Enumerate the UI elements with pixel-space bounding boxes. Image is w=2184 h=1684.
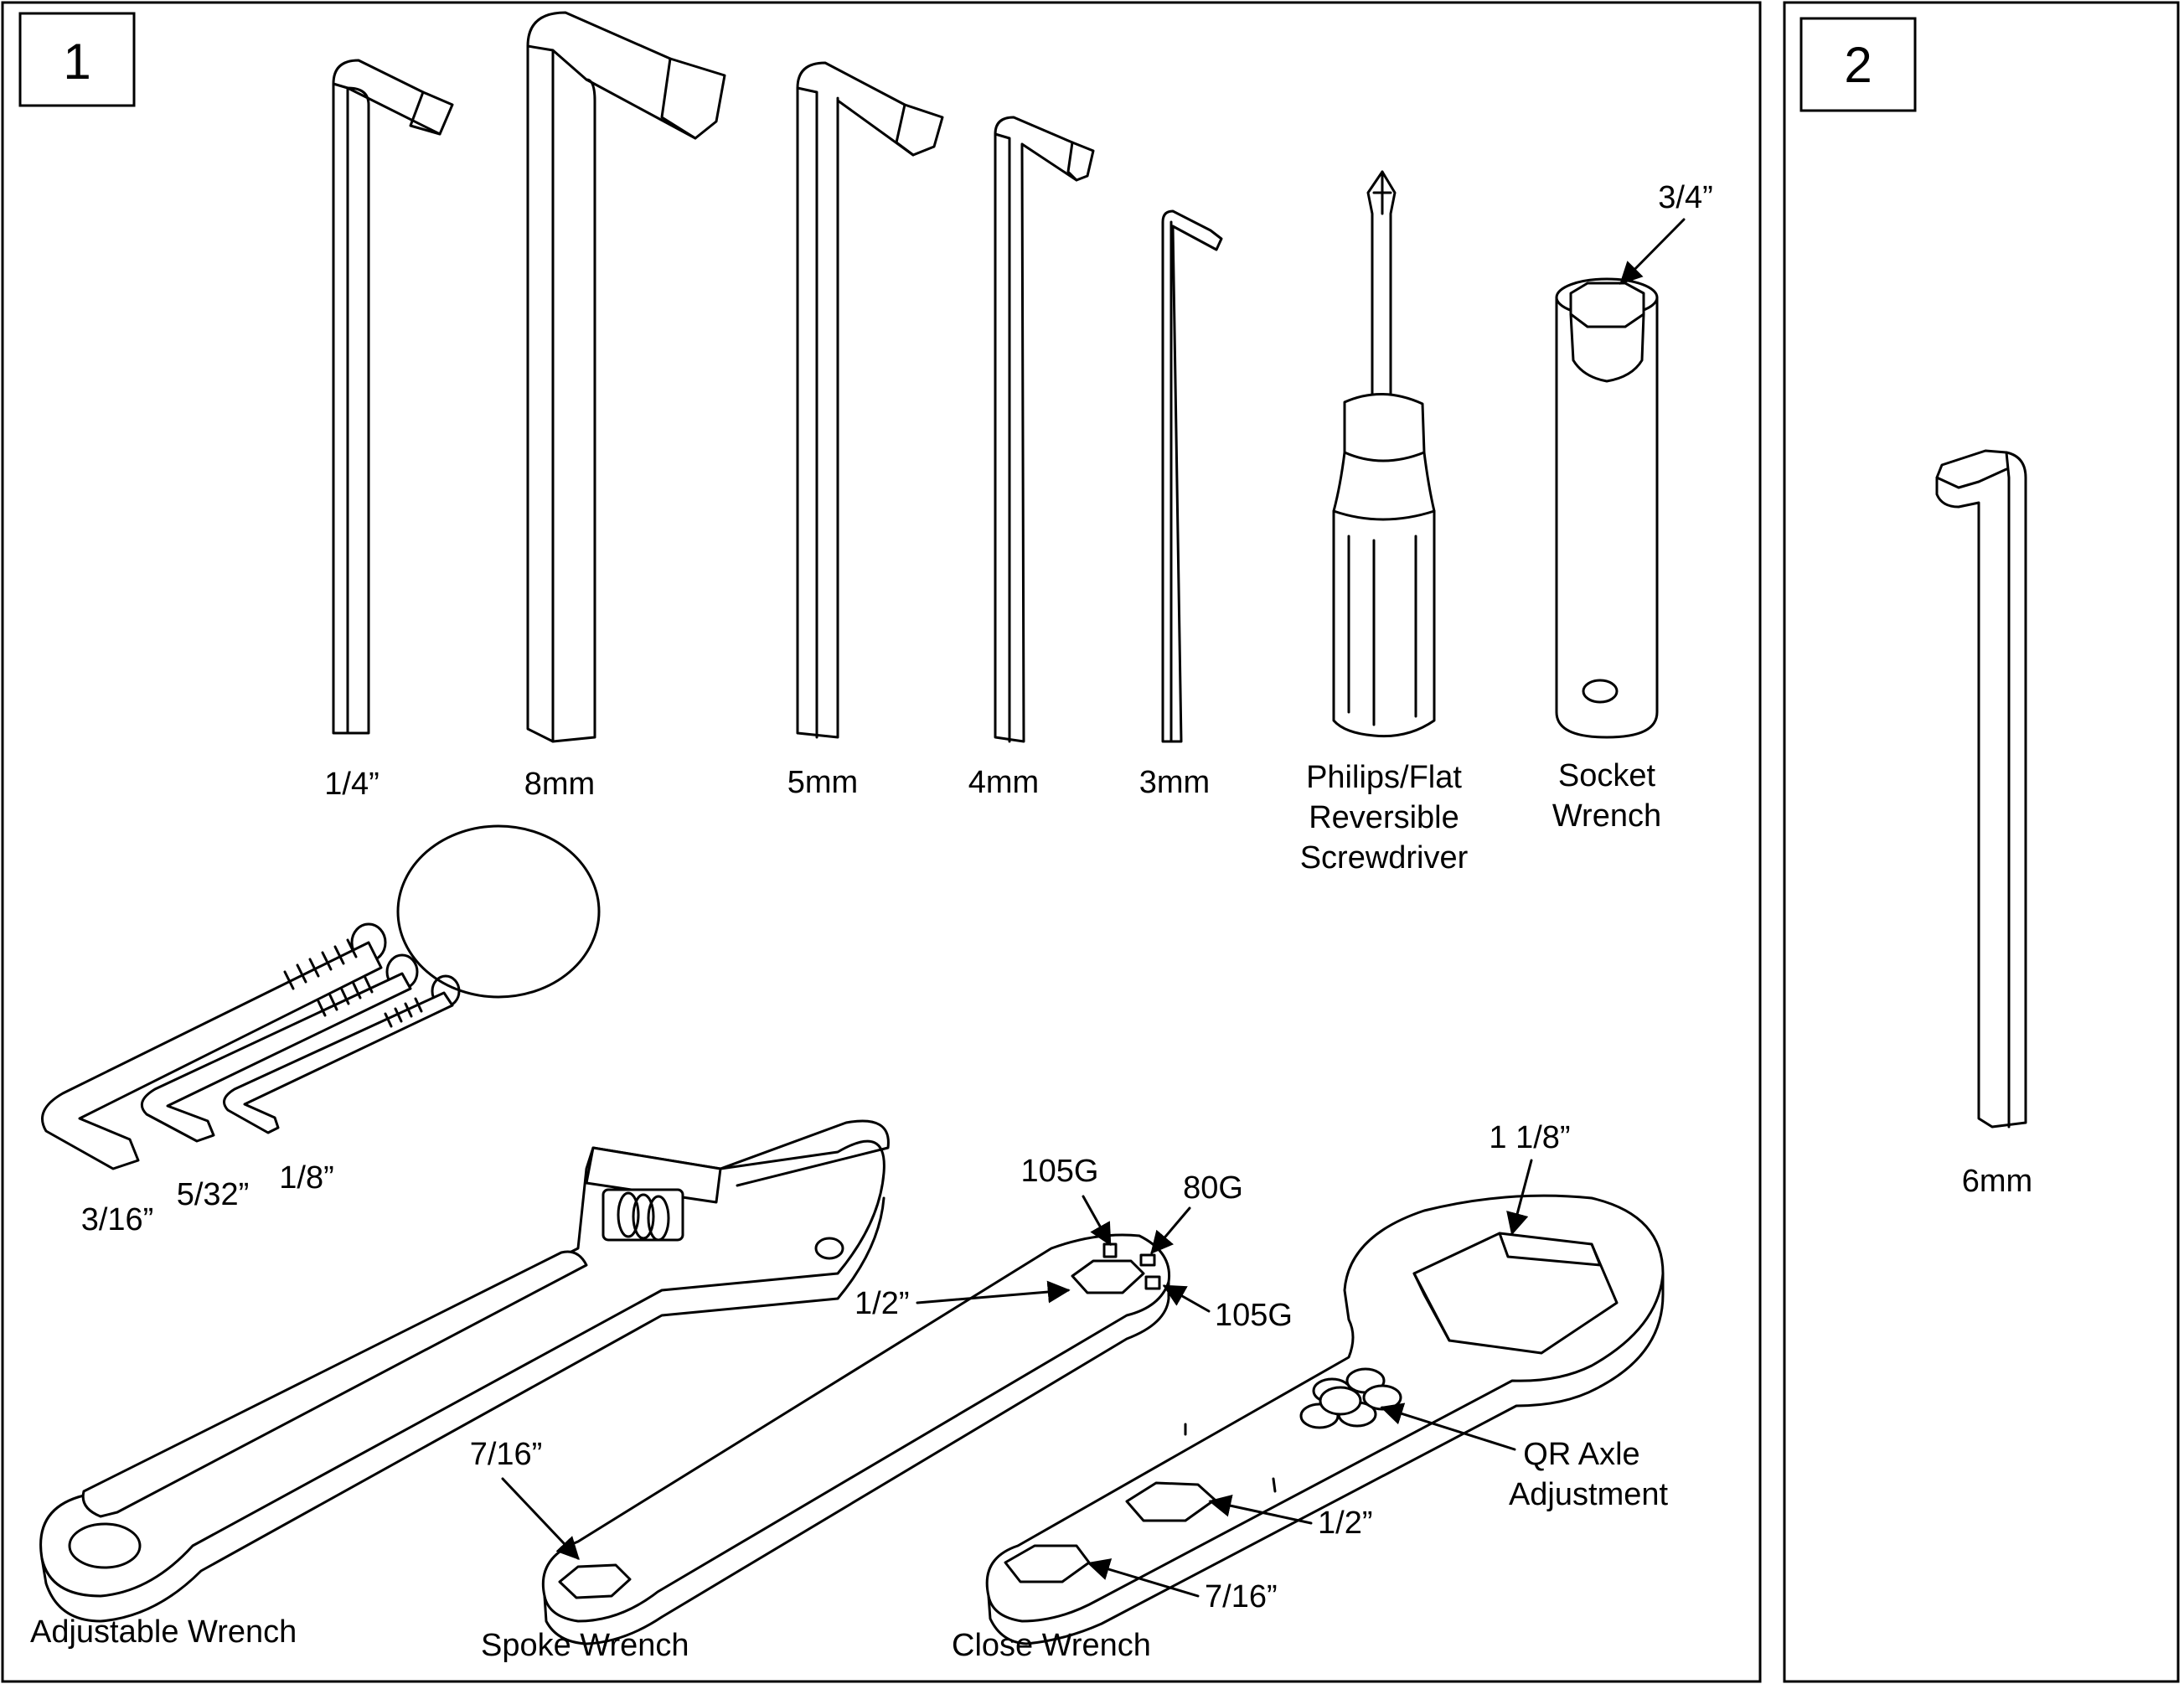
hex-key-3mm-label: 3mm: [1139, 765, 1210, 800]
qr-axle-arrow: [1380, 1402, 1516, 1451]
spoke-105g-right-arrow: [1162, 1284, 1211, 1313]
close-7-16-arrow: [1087, 1558, 1200, 1598]
spoke-half-inch-arrow: [916, 1280, 1071, 1304]
spoke-half-inch-label: 1/2”: [854, 1286, 909, 1321]
spoke-wrench-label: Spoke Wrench: [481, 1628, 689, 1663]
qr-axle-cloverleaf: [1299, 1367, 1402, 1429]
hex-key-3mm: [1161, 209, 1223, 743]
key-ring-3-16-label: 3/16”: [81, 1202, 154, 1237]
socket-size-arrow: [1619, 218, 1686, 285]
panel-2-number-box: 2: [1799, 17, 1917, 112]
adjustable-wrench-worm-gear: [602, 1188, 684, 1242]
spoke-80g-arrow: [1150, 1206, 1191, 1255]
hex-key-4mm-label: 4mm: [968, 765, 1039, 800]
socket-wrench-label-line1: Socket: [1558, 758, 1656, 793]
panel-2-frame: [1783, 1, 2180, 1683]
screwdriver-label-line3: Screwdriver: [1300, 840, 1469, 876]
close-1-1-8-arrow: [1506, 1159, 1533, 1236]
key-ring-5-32-label: 5/32”: [177, 1177, 250, 1212]
hex-key-8mm: [526, 11, 726, 743]
key-ring: [396, 824, 601, 999]
close-1-1-8-label: 1 1/8”: [1489, 1120, 1570, 1155]
reversible-screwdriver: [1332, 170, 1436, 738]
spoke-105g-right-label: 105G: [1215, 1298, 1293, 1333]
key-ring-1-8-label: 1/8”: [279, 1160, 333, 1196]
spoke-105g-top-label: 105G: [1021, 1154, 1099, 1189]
panel-1-frame: [1, 1, 1762, 1683]
panel-1-number: 1: [63, 34, 90, 90]
adjustable-wrench-label: Adjustable Wrench: [30, 1614, 297, 1650]
spoke-80g-label: 80G: [1183, 1170, 1243, 1206]
panel-1-number-box: 1: [18, 12, 136, 107]
close-wrench-label: Close Wrench: [952, 1628, 1151, 1663]
socket-wrench: [1555, 277, 1659, 739]
spoke-7-16-arrow: [501, 1477, 580, 1560]
socket-size-label: 3/4”: [1658, 180, 1712, 215]
spoke-7-16-label: 7/16”: [470, 1437, 543, 1472]
hex-key-quarter-inch-label: 1/4”: [324, 767, 379, 802]
hex-key-8mm-label: 8mm: [524, 767, 595, 802]
qr-axle-label-line2: Adjustment: [1509, 1477, 1669, 1512]
hex-key-6mm-label: 6mm: [1962, 1164, 2032, 1199]
screwdriver-label-line2: Reversible: [1309, 800, 1459, 835]
close-half-inch-label: 1/2”: [1318, 1506, 1372, 1541]
close-7-16-label: 7/16”: [1205, 1579, 1278, 1614]
hex-key-5mm: [796, 61, 944, 739]
adjustable-wrench: [39, 1119, 890, 1623]
hex-key-6mm: [1935, 449, 2027, 1129]
hex-key-4mm: [994, 116, 1095, 743]
spoke-105g-top-arrow: [1082, 1195, 1112, 1247]
close-wrench: [985, 1194, 1665, 1645]
qr-axle-label-line1: QR Axle: [1523, 1437, 1639, 1472]
screwdriver-label-line1: Philips/Flat: [1306, 760, 1462, 795]
socket-wrench-label-line2: Wrench: [1552, 798, 1661, 834]
close-half-inch-arrow: [1208, 1494, 1313, 1525]
panel-2-number: 2: [1844, 37, 1872, 93]
hex-key-5mm-label: 5mm: [787, 765, 858, 800]
hex-key-quarter-inch: [332, 59, 454, 735]
key-ring-hex-set: [41, 824, 601, 1170]
